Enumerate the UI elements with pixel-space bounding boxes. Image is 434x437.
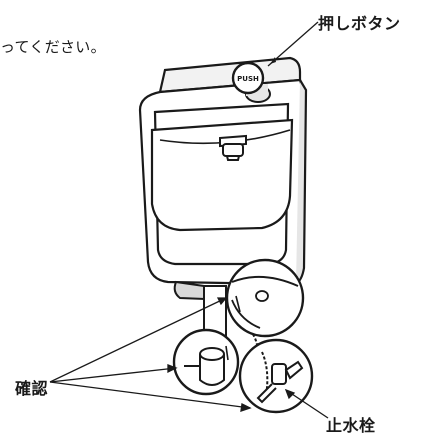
- stop-valve-label: 止水栓: [326, 416, 376, 435]
- check-label: 確認: [15, 379, 49, 398]
- check-leaders: [49, 297, 252, 412]
- spout-icon: [219, 134, 247, 161]
- instruction-text: ってください。: [0, 38, 106, 56]
- push-button-icon[interactable]: PUSH: [231, 61, 271, 103]
- push-button-leader: [267, 21, 319, 67]
- push-button-text: PUSH: [237, 75, 259, 83]
- push-button-label: 押しボタン: [318, 14, 401, 33]
- flush-unit-body: [138, 56, 308, 286]
- stop-valve-icon: [238, 338, 314, 414]
- stop-valve-leader: [284, 388, 329, 419]
- check-circle-top: [225, 258, 305, 338]
- check-circle-trap: [172, 328, 240, 396]
